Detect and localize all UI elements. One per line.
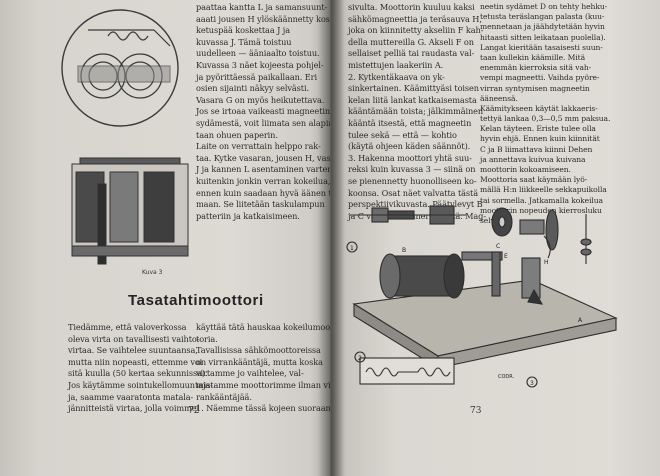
fig1-number: 1: [350, 245, 354, 252]
left-figure: Kuva 3: [61, 9, 189, 276]
label-e: E: [504, 253, 508, 260]
left-page: Kuva 3 paattaa kantta L ja samansuunt- a…: [0, 0, 330, 476]
label-c: C: [496, 243, 500, 250]
left-page-bottom-right-text: käyttää tätä hauskaa kokeilumoot- toria.…: [196, 322, 330, 414]
illustrator-signature: CODR.: [498, 374, 515, 380]
left-page-bottom-left-text: Tiedämme, että valoverkossa oleva virta …: [68, 322, 213, 414]
chapter-heading: Tasatahtimoottori: [128, 292, 264, 309]
label-b: B: [402, 247, 406, 254]
left-figure-caption: Kuva 3: [142, 269, 163, 276]
right-page: sivulta. Moottorin kuuluu kaksi sähkömag…: [330, 0, 660, 476]
right-page-right-text: neetin sydämet D on tehty hehku- tetusta…: [480, 2, 611, 225]
fig3-number: 3: [530, 380, 534, 387]
fig2-number: 2: [358, 355, 362, 362]
motor-illustration: 1 2 3 A B C E H CODR.: [346, 205, 618, 388]
right-page-number: 73: [470, 406, 482, 416]
left-page-top-text: paattaa kantta L ja samansuunt- aaati jo…: [196, 2, 330, 221]
right-page-left-text: sivulta. Moottorin kuuluu kaksi sähkömag…: [348, 2, 486, 221]
book-gutter: [318, 0, 344, 476]
label-a: A: [578, 317, 583, 324]
left-page-number: 72: [188, 406, 200, 416]
label-h: H: [544, 259, 549, 266]
